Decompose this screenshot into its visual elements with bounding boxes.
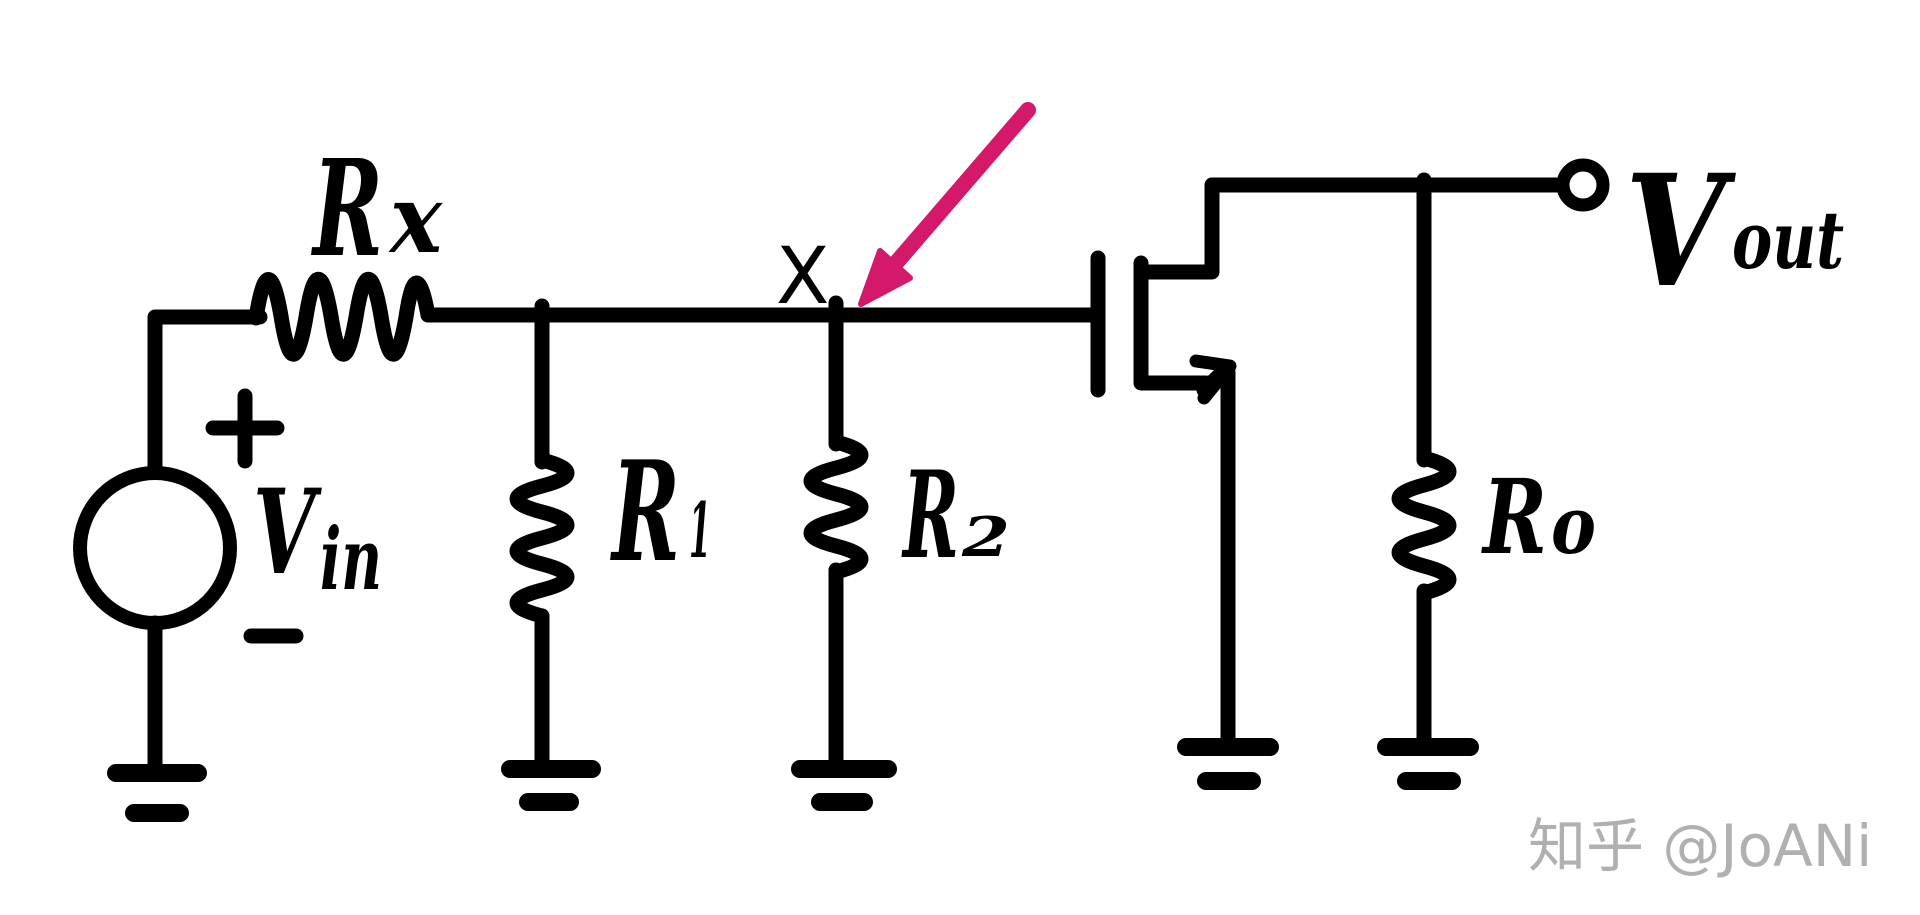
annotation-arrowhead bbox=[858, 248, 913, 307]
annotation-arrow bbox=[858, 102, 1036, 307]
resistor-r2 bbox=[803, 434, 869, 580]
label-r1: R 1 bbox=[610, 430, 711, 593]
resistor-ro bbox=[1391, 450, 1457, 601]
vout-terminal bbox=[1556, 158, 1610, 212]
wire-input-left bbox=[147, 309, 268, 481]
label-rx: R x bbox=[310, 131, 443, 287]
label-ro: R o bbox=[1481, 457, 1596, 578]
watermark: 知乎 @JoANi bbox=[1528, 812, 1872, 880]
mosfet-drain-wire bbox=[1133, 177, 1220, 280]
voltage-source-vin bbox=[73, 466, 237, 630]
label-node-x: X bbox=[776, 232, 829, 322]
ground-source bbox=[1177, 738, 1279, 790]
ground-ro bbox=[1377, 738, 1479, 790]
resistor-r1 bbox=[509, 452, 575, 624]
label-vout: V out bbox=[1625, 141, 1844, 322]
plus-sign bbox=[205, 388, 285, 469]
ground-r1 bbox=[501, 760, 601, 811]
ground-vin bbox=[107, 764, 207, 822]
ground-r2 bbox=[791, 760, 897, 811]
annotation-arrow-shaft bbox=[882, 102, 1036, 278]
label-vin: V in bbox=[253, 463, 382, 610]
label-r2: R 2 bbox=[901, 445, 1010, 586]
resistor-rx bbox=[248, 272, 436, 362]
